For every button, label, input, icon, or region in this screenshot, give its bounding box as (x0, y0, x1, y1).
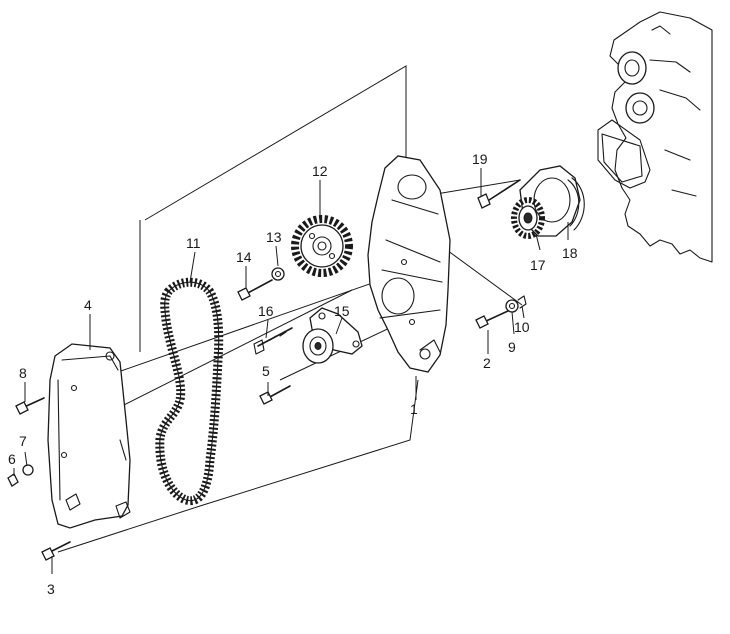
callout-19: 19 (472, 151, 488, 167)
callout-1: 1 (410, 401, 418, 417)
callout-3: 3 (47, 581, 55, 597)
camshaft-sprocket (291, 215, 353, 277)
tensioner-assembly (302, 307, 363, 364)
callout-labels: 1 2 3 4 5 6 7 8 9 10 11 12 13 14 15 16 1… (8, 151, 578, 597)
callout-17: 17 (530, 257, 546, 273)
callout-15: 15 (334, 303, 350, 319)
callout-5: 5 (262, 363, 270, 379)
fasteners (7, 179, 527, 561)
callout-18: 18 (562, 245, 578, 261)
rear-timing-plate (367, 155, 451, 373)
timing-cover (47, 343, 131, 529)
callout-13: 13 (266, 229, 282, 245)
callout-2: 2 (483, 355, 491, 371)
callout-4: 4 (84, 297, 92, 313)
callout-7: 7 (19, 433, 27, 449)
callout-12: 12 (312, 163, 328, 179)
water-pump-assembly (511, 165, 585, 239)
callout-leaders (13, 168, 569, 574)
callout-16: 16 (258, 303, 274, 319)
timing-belt (155, 277, 224, 506)
callout-9: 9 (508, 339, 516, 355)
callout-6: 6 (8, 451, 16, 467)
engine-block (597, 11, 713, 263)
callout-14: 14 (236, 249, 252, 265)
callout-11: 11 (186, 235, 201, 251)
callout-10: 10 (514, 319, 530, 335)
callout-8: 8 (19, 365, 27, 381)
